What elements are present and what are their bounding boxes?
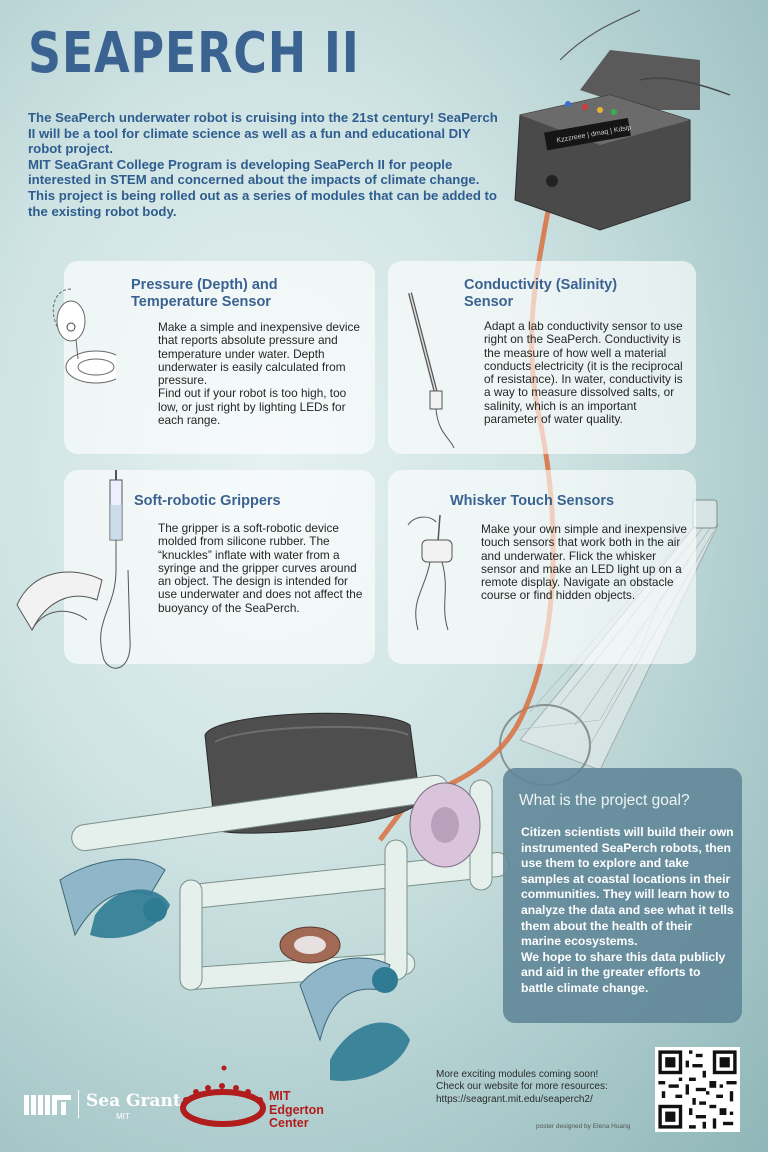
goal-paragraph: Citizen scientists will build their own … [521,825,734,949]
goal-title: What is the project goal? [519,792,690,809]
conductivity-probe-icon [408,292,455,448]
intro-paragraph-2: MIT SeaGrant College Program is developi… [28,156,497,219]
poster-credit: poster designed by Elena Huang [536,1123,631,1130]
card-conductivity-sensor: Conductivity (Salinity) Sensor Adapt a l… [388,261,696,454]
edgerton-center-logo [180,1065,266,1127]
mit-logo [24,1095,71,1115]
syringe-gripper-icon [16,470,131,669]
website-link[interactable]: https://seagrant.mit.edu/seaperch2/ [436,1093,593,1105]
seagrant-logo-text: Sea Grant [86,1091,181,1111]
card-soft-grippers: Soft-robotic Grippers The gripper is a s… [16,470,375,669]
logo-separator [78,1090,79,1118]
seaperch-robot-illustration [71,712,510,991]
card-body-paragraph: Find out if your robot is too high, too … [158,386,347,428]
edgerton-line: Edgerton [269,1102,324,1117]
card-whisker-sensors: Whisker Touch Sensors Make your own simp… [388,470,696,664]
card-title: Pressure (Depth) and Temperature Sensor [131,277,278,310]
goal-paragraph: We hope to share this data publicly and … [521,949,726,995]
edgerton-logo-text: MIT Edgerton Center [269,1089,324,1131]
card-body-paragraph: Make your own simple and inexpensive tou… [481,522,687,603]
footer-line: Check our website for more resources: [436,1081,608,1093]
robot-gripper-illustration [59,858,410,1081]
card-body-paragraph: Adapt a lab conductivity sensor to use r… [484,319,683,427]
card-body: Make your own simple and inexpensive tou… [481,522,691,603]
intro-text: The SeaPerch underwater robot is cruisin… [28,110,506,219]
card-body: The gripper is a soft-robotic device mol… [158,521,368,615]
project-goal-panel: What is the project goal? Citizen scient… [503,768,742,1023]
footer-info: More exciting modules coming soon! Check… [436,1069,608,1106]
seagrant-logo-subtext: MIT [116,1112,130,1121]
card-body-paragraph: Make a simple and inexpensive device tha… [158,320,360,388]
card-title: Conductivity (Salinity) Sensor [464,277,618,310]
qr-code-icon[interactable] [655,1047,740,1132]
edgerton-line: Center [269,1116,309,1130]
goal-body: Citizen scientists will build their own … [521,825,735,997]
poster-title: SEAPERCH II [28,21,360,86]
controller-box-illustration: Kzzzreee | dmaq | Kdsip [514,9,731,231]
intro-paragraph-1: The SeaPerch underwater robot is cruisin… [28,110,498,157]
card-body-paragraph: The gripper is a soft-robotic device mol… [158,521,363,615]
card-body: Adapt a lab conductivity sensor to use r… [484,319,684,427]
footer-line: More exciting modules coming soon! [436,1069,599,1080]
card-title: Whisker Touch Sensors [450,493,615,509]
card-body: Make a simple and inexpensive device tha… [158,320,364,428]
card-title: Soft-robotic Grippers [134,493,281,509]
whisker-sensor-icon [407,514,453,631]
card-pressure-sensor: Pressure (Depth) and Temperature Sensor … [52,261,375,454]
pressure-sensor-icon [52,288,116,384]
edgerton-line: MIT [269,1089,291,1103]
